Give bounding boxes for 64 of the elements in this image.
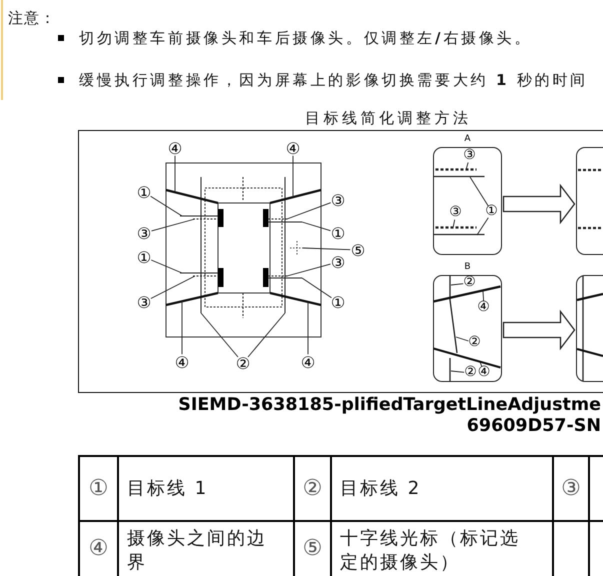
panel-label: B xyxy=(464,262,471,272)
callout-number: ③ xyxy=(330,192,346,208)
callout-number: ③ xyxy=(330,254,346,270)
callout-number: ④ xyxy=(300,354,316,370)
leader-line xyxy=(476,217,489,236)
figure-caption: SIEMD-3638185-plifiedTargetLineAdjustme 69609D57-SN xyxy=(177,395,601,437)
callout-number: ④ xyxy=(168,140,182,156)
leader-line xyxy=(302,222,331,232)
guide-line xyxy=(436,226,476,229)
leader-line xyxy=(151,218,196,232)
callout-number: ③ xyxy=(136,226,152,240)
callout-number: ⑤ xyxy=(350,242,366,258)
callout-number: ① xyxy=(330,294,346,310)
table-cell: 目标线 1 xyxy=(117,455,293,520)
screen-panel xyxy=(576,147,603,255)
table-cell: 十字线光标（标记选定的摄像头） xyxy=(330,520,552,576)
leader-line xyxy=(150,260,182,274)
callout-number: ② xyxy=(464,366,477,379)
table-cell: ④ xyxy=(78,520,117,576)
table-cell: ⑤ xyxy=(293,520,330,576)
callout-number: ③ xyxy=(449,206,462,219)
callout-number: ① xyxy=(136,184,152,200)
figure-title: 目标线简化调整方法 xyxy=(304,109,472,127)
block-arrow xyxy=(502,310,576,350)
callout-number: ④ xyxy=(477,301,490,314)
callout-number: ③ xyxy=(136,294,152,310)
block-arrow xyxy=(502,184,576,224)
leader-line xyxy=(286,202,332,220)
callout-number: ① xyxy=(485,205,498,218)
leader-line xyxy=(456,336,469,342)
table-cell: 目标线 2 xyxy=(330,455,552,520)
callout-number: ② xyxy=(463,276,476,289)
table-cell: ② xyxy=(293,455,330,520)
leader-line xyxy=(200,312,238,358)
guide-line xyxy=(436,168,476,171)
callout-number: ① xyxy=(330,226,346,240)
guide-line xyxy=(434,176,484,178)
callout-number: ③ xyxy=(463,149,476,162)
leader-line xyxy=(286,264,331,276)
note-heading: 注意： xyxy=(8,9,56,27)
bullet-text: 切勿调整车前摄像头和车后摄像头。仅调整左/右摄像头。 xyxy=(79,29,532,47)
callout-number: ④ xyxy=(174,354,190,370)
table-cell: ③ xyxy=(552,455,588,520)
leader-line xyxy=(450,283,464,286)
leader-line xyxy=(470,176,489,207)
table-cell: ① xyxy=(78,455,117,520)
leader-line xyxy=(450,370,465,373)
callout-number: ② xyxy=(468,336,481,349)
leader-line xyxy=(302,248,351,250)
callout-number: ② xyxy=(236,356,250,370)
panel-label: A xyxy=(464,134,471,144)
leader-line xyxy=(302,278,332,298)
leader-line xyxy=(174,155,176,192)
callout-number: ④ xyxy=(478,366,490,379)
table-cell: 摄像头之间的边界 xyxy=(117,520,293,576)
leader-line xyxy=(150,196,182,216)
callout-number: ① xyxy=(136,250,152,264)
guide-line xyxy=(434,234,484,236)
callout-number: ④ xyxy=(286,140,300,156)
leader-line xyxy=(248,312,286,358)
leader-line xyxy=(482,290,484,302)
leader-line xyxy=(150,276,196,299)
leader-line xyxy=(292,155,294,198)
bullet-text: 缓慢执行调整操作，因为屏幕上的影像切换需要大约 1 秒的时间 xyxy=(79,71,588,89)
